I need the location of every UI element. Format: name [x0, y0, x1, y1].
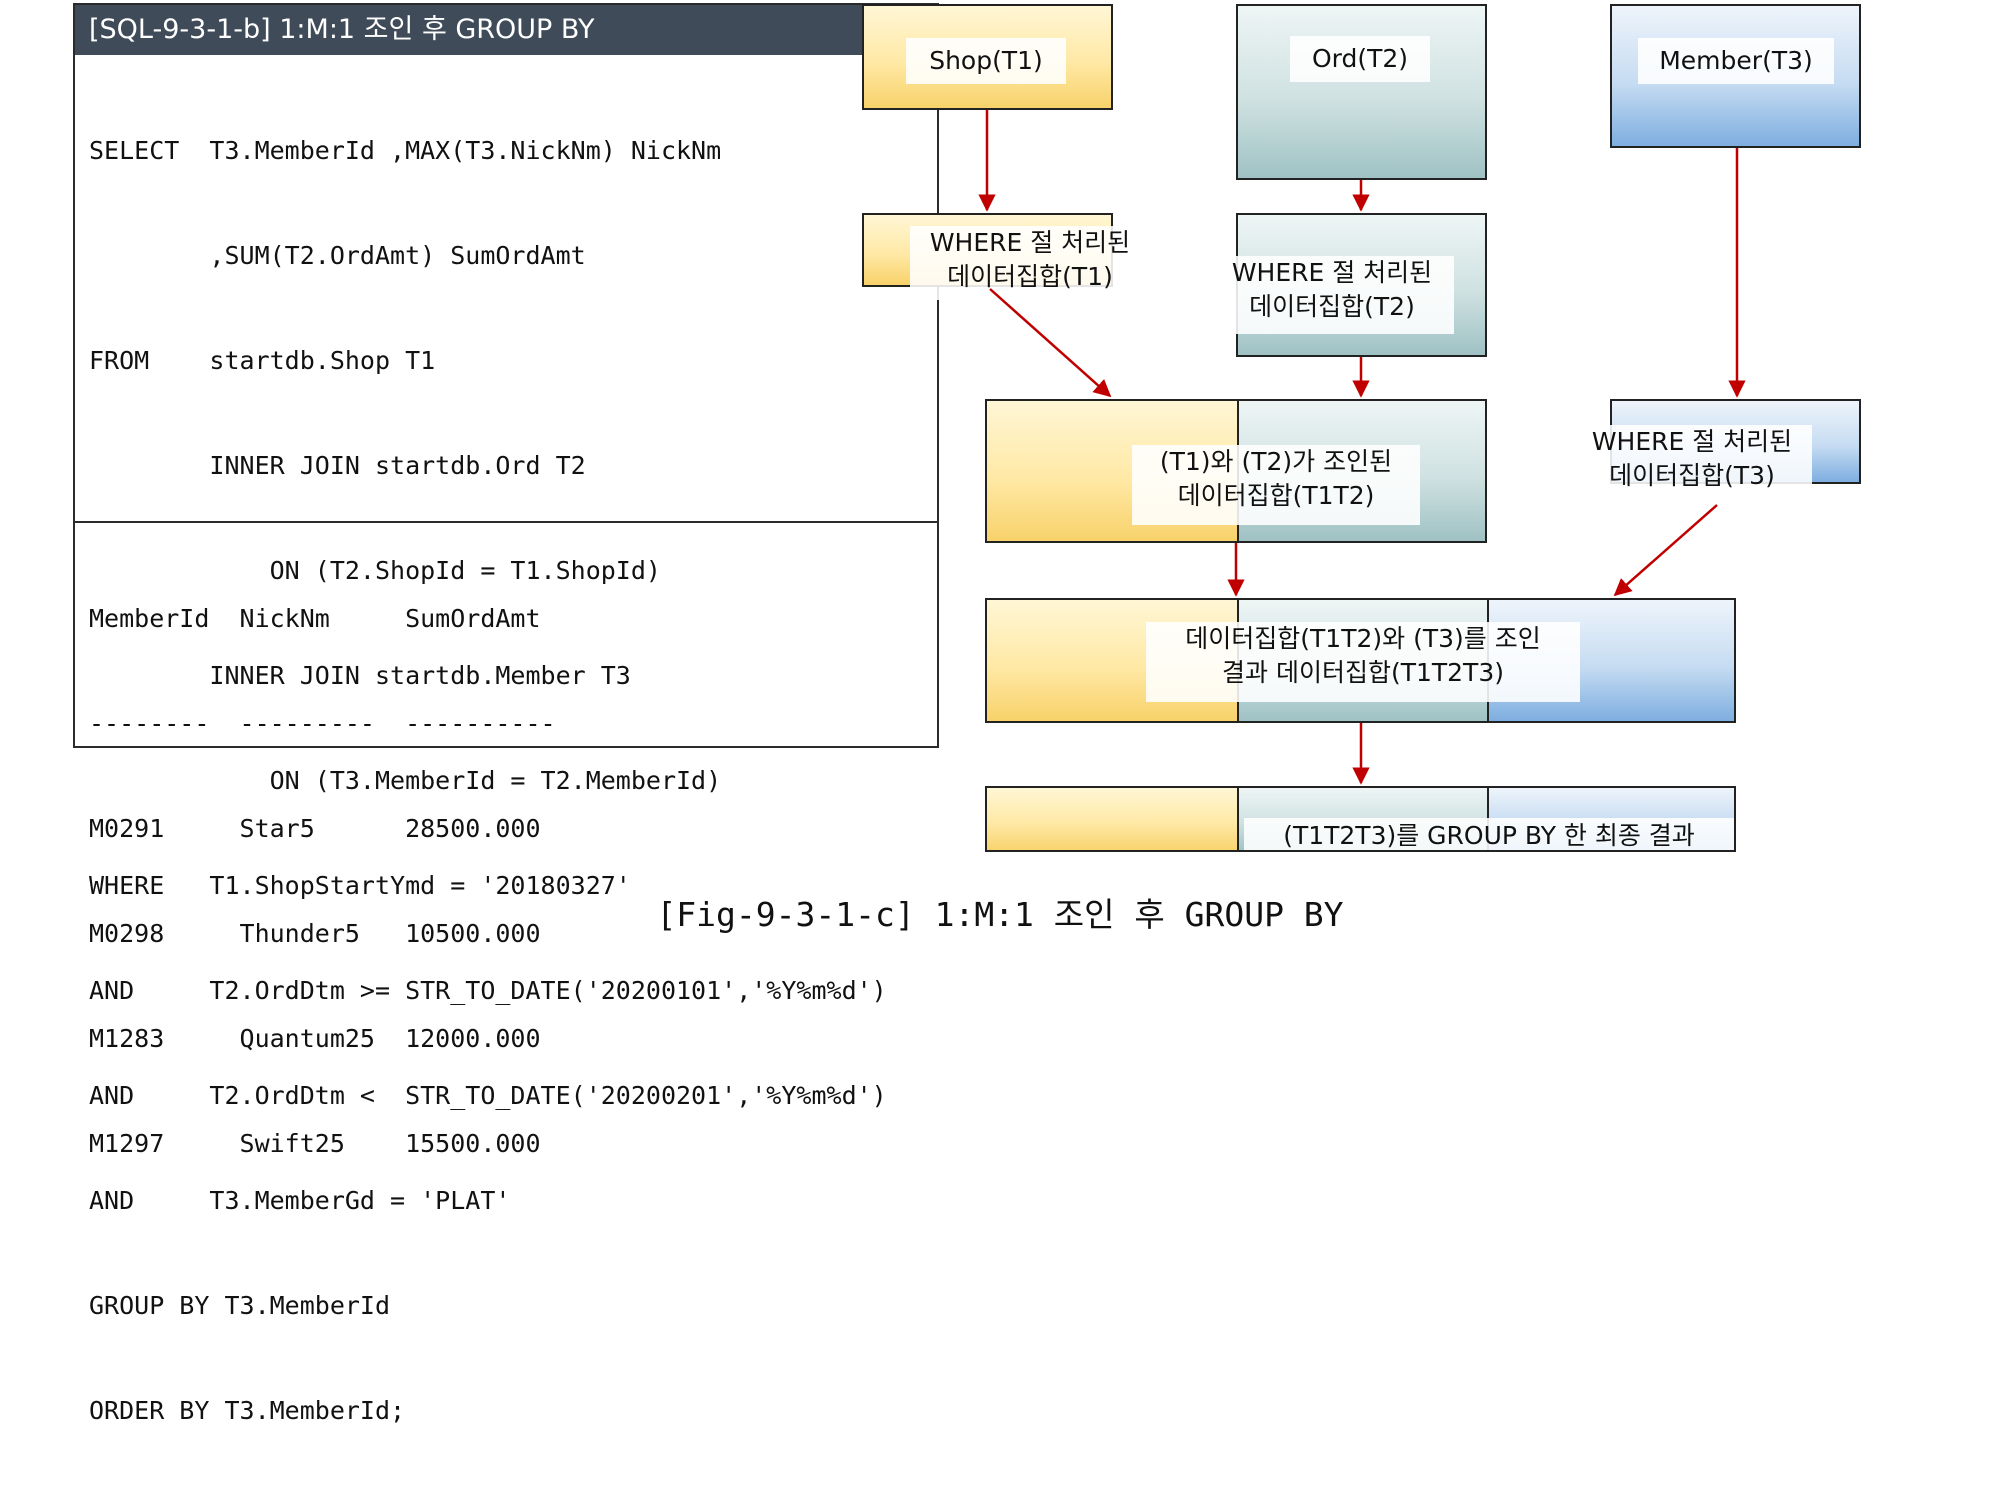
- code-line: AND T2.OrdDtm >= STR_TO_DATE('20200101',…: [89, 976, 887, 1005]
- result-line: MemberId NickNm SumOrdAmt: [89, 604, 541, 633]
- join-t1t2t3-line2: 결과 데이터집합(T1T2T3): [1222, 658, 1504, 687]
- where-t1-line2: 데이터집합(T1): [947, 262, 1113, 291]
- ord-table-label: Ord(T2): [1290, 36, 1430, 82]
- result-line: M0298 Thunder5 10500.000: [89, 919, 541, 948]
- result-line: M1283 Quantum25 12000.000: [89, 1024, 541, 1053]
- code-line: WHERE T1.ShopStartYmd = '20180327': [89, 871, 631, 900]
- where-t3-line2: 데이터집합(T3): [1609, 461, 1775, 490]
- result-line: M1297 Swift25 15500.000: [89, 1129, 541, 1158]
- final-box-bottom-edge: [985, 850, 1736, 852]
- arrow-where-t3-to-t1t2t3: [1613, 504, 1718, 597]
- join-t1t2t3-line1: 데이터집합(T1T2)와 (T3)를 조인: [1185, 624, 1541, 653]
- where-t1-line1: WHERE 절 처리된: [929, 228, 1131, 257]
- code-line: SELECT T3.MemberId ,MAX(T3.NickNm) NickN…: [89, 136, 722, 165]
- code-line: AND T2.OrdDtm < STR_TO_DATE('20200201','…: [89, 1081, 887, 1110]
- join-t1t2-line1: (T1)와 (T2)가 조인된: [1159, 447, 1393, 476]
- where-t2-line1: WHERE 절 처리된: [1231, 258, 1433, 287]
- ord-table-box: [1236, 4, 1487, 180]
- where-t3-line1: WHERE 절 처리된: [1591, 427, 1793, 456]
- member-table-label: Member(T3): [1638, 38, 1834, 84]
- join-t1t2-label: (T1)와 (T2)가 조인된 데이터집합(T1T2): [1132, 445, 1420, 525]
- where-t1-label: WHERE 절 처리된 데이터집합(T1): [910, 226, 1150, 300]
- final-result-label: (T1T2T3)를 GROUP BY 한 최종 결과: [1244, 818, 1734, 854]
- join-t1t2-line2: 데이터집합(T1T2): [1177, 481, 1375, 510]
- code-line: INNER JOIN startdb.Ord T2: [89, 451, 586, 480]
- code-line: ON (T3.MemberId = T2.MemberId): [89, 766, 722, 795]
- code-line: ,SUM(T2.OrdAmt) SumOrdAmt: [89, 241, 586, 270]
- code-line: ON (T2.ShopId = T1.ShopId): [89, 556, 661, 585]
- code-line: GROUP BY T3.MemberId: [89, 1291, 391, 1320]
- code-line: FROM startdb.Shop T1: [89, 346, 436, 375]
- shop-table-label: Shop(T1): [906, 38, 1066, 84]
- where-t3-label: WHERE 절 처리된 데이터집합(T3): [1572, 425, 1812, 503]
- where-t2-line2: 데이터집합(T2): [1249, 292, 1415, 321]
- final-t1-part: [987, 788, 1237, 852]
- result-line: M0291 Star5 28500.000: [89, 814, 541, 843]
- flow-arrows: [978, 110, 1746, 785]
- result-line: -------- --------- ----------: [89, 709, 556, 738]
- figure-caption: [Fig-9-3-1-c] 1:M:1 조인 후 GROUP BY: [656, 895, 1344, 934]
- code-line: ORDER BY T3.MemberId;: [89, 1396, 406, 1425]
- sql-header: [SQL-9-3-1-b] 1:M:1 조인 후 GROUP BY: [75, 5, 937, 55]
- where-t2-label: WHERE 절 처리된 데이터집합(T2): [1210, 256, 1454, 334]
- code-line: INNER JOIN startdb.Member T3: [89, 661, 631, 690]
- join-t1t2t3-label: 데이터집합(T1T2)와 (T3)를 조인 결과 데이터집합(T1T2T3): [1146, 622, 1580, 702]
- arrow-where-t1-to-join: [989, 288, 1112, 398]
